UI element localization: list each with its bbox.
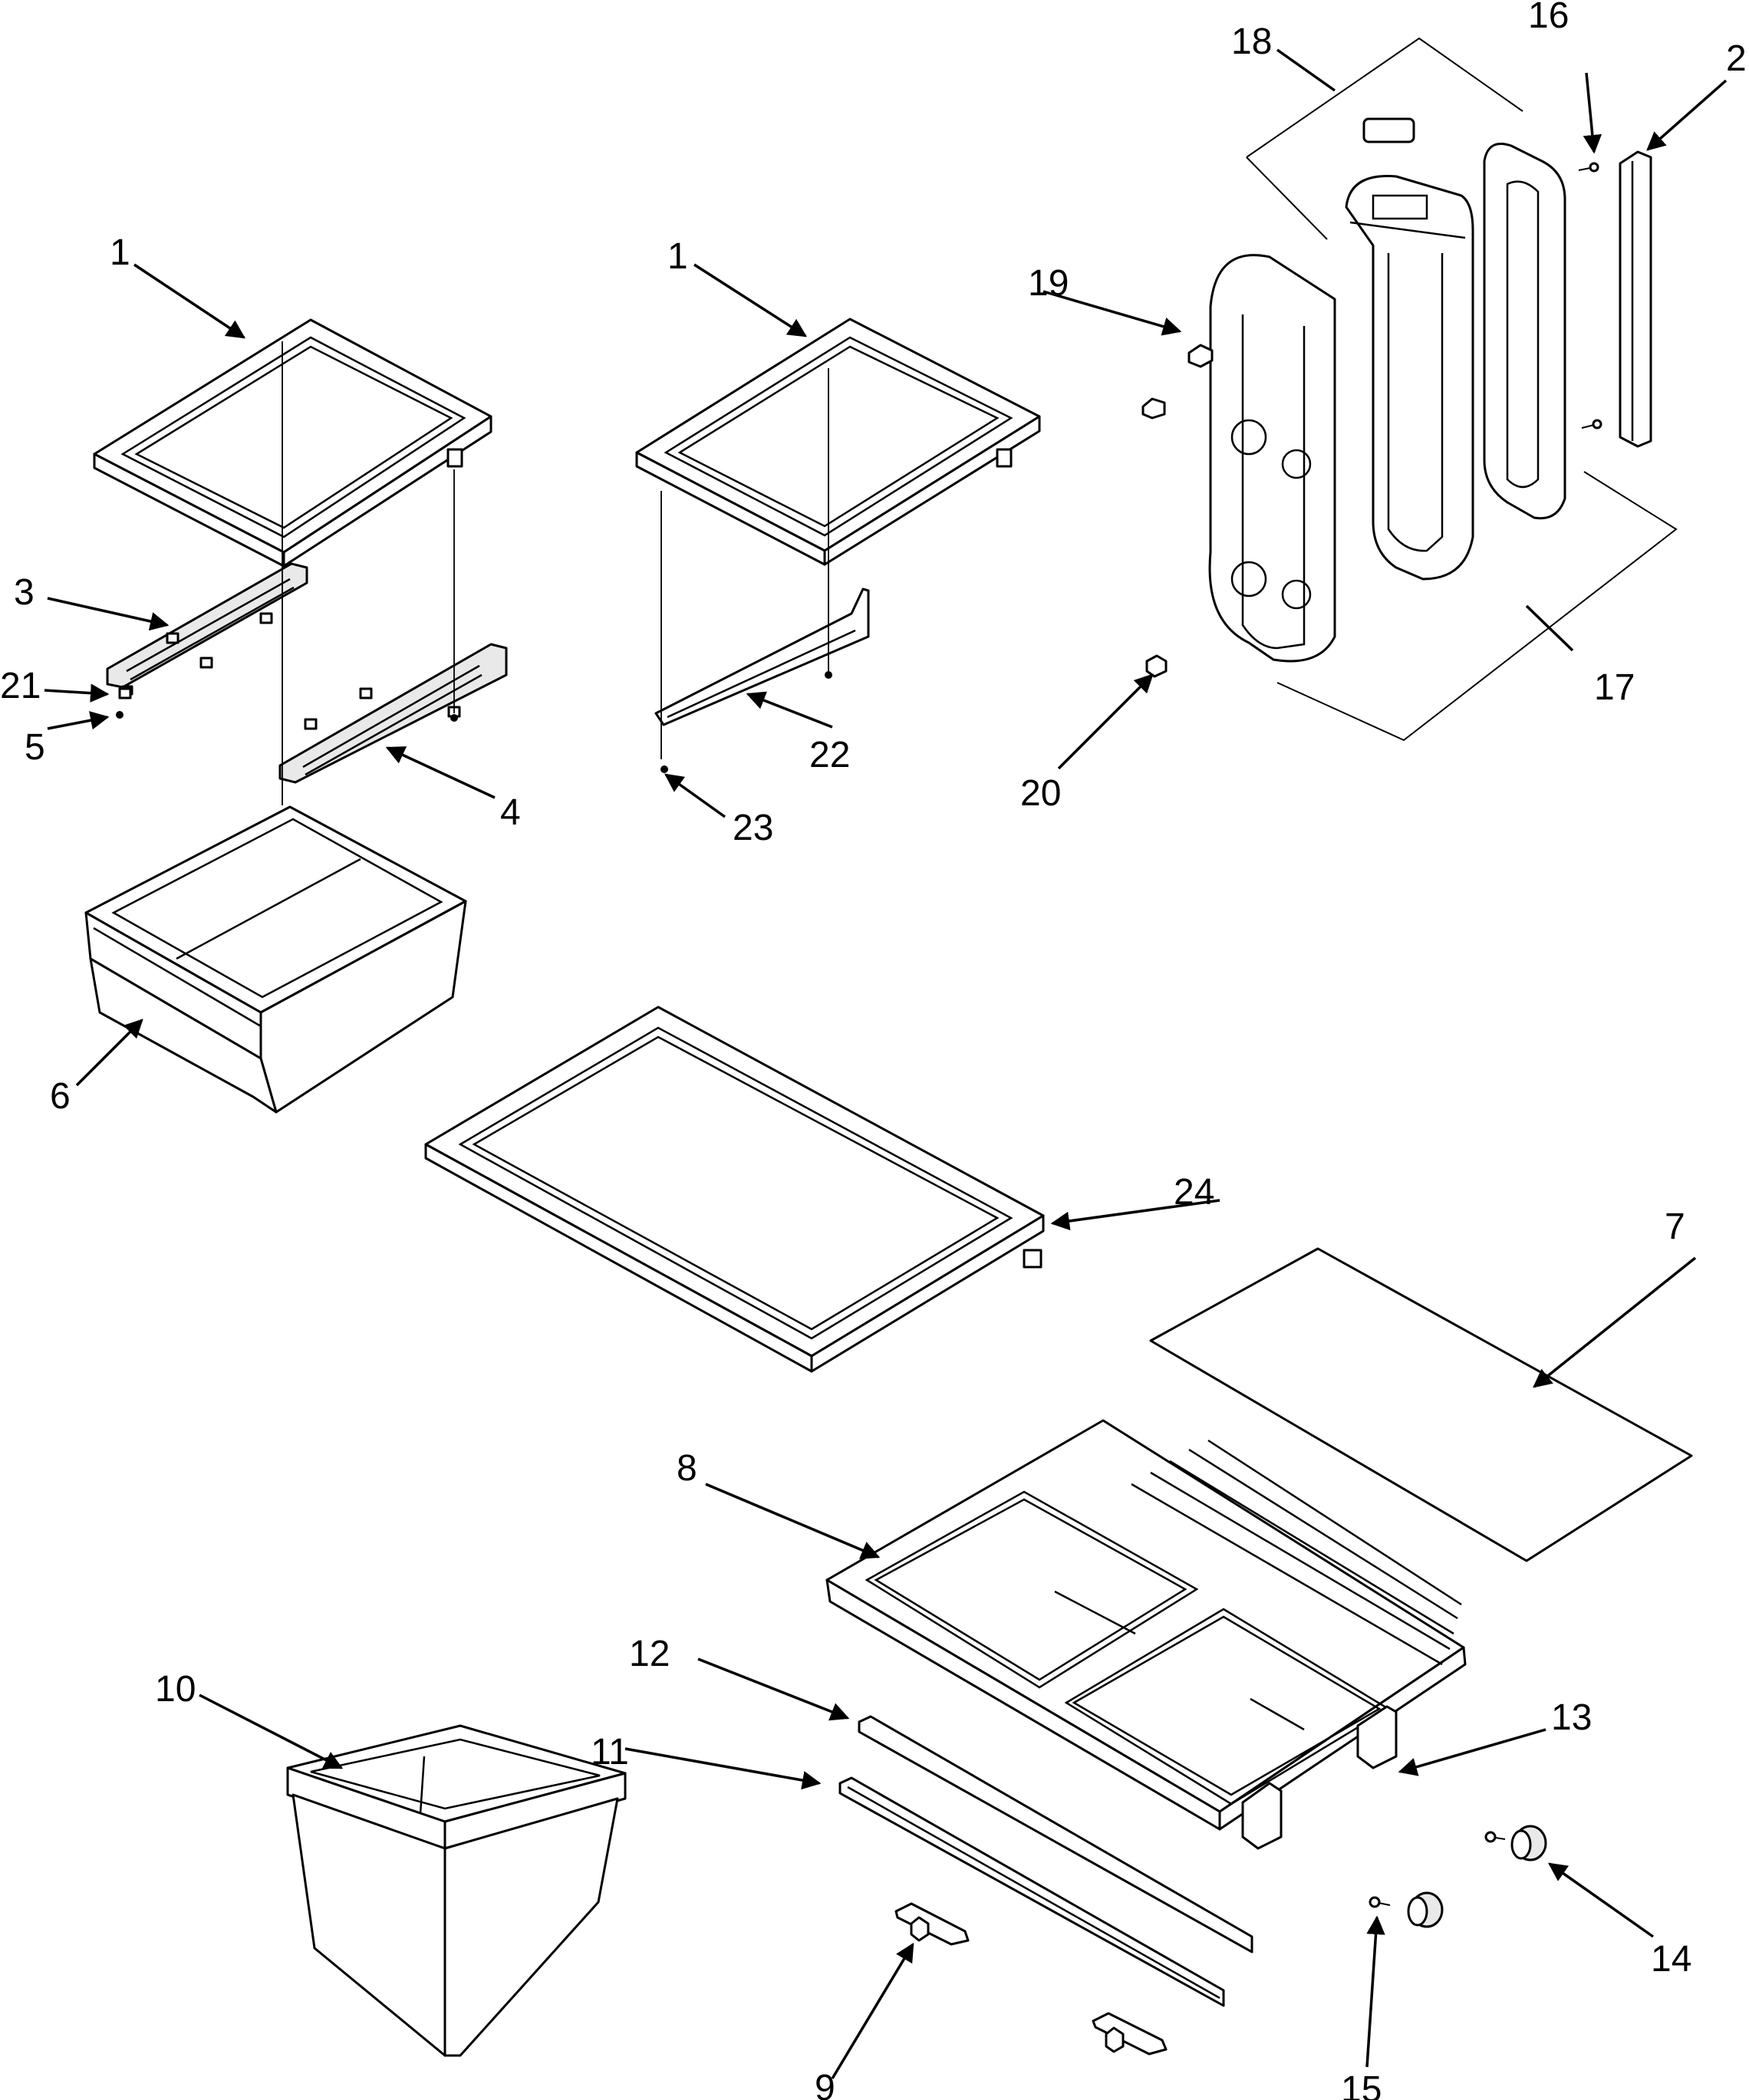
shelf-left-part [93, 318, 492, 568]
door-bin-middle-part [1345, 117, 1474, 581]
leader-lines [44, 48, 1728, 2079]
callout-2: 2 [1726, 38, 1747, 79]
callout-16: 16 [1528, 0, 1569, 36]
callout-22: 22 [809, 735, 850, 775]
strip-11-part [838, 1776, 1225, 2007]
callout-15: 15 [1341, 2069, 1382, 2100]
bracket-4-part [278, 643, 508, 784]
callout-12: 12 [629, 1634, 670, 1674]
assembly-lines-left [116, 341, 458, 815]
callout-8: 8 [677, 1448, 697, 1489]
callout-14: 14 [1651, 1939, 1691, 1980]
callout-3: 3 [14, 572, 35, 613]
bracket-3-part [106, 562, 308, 699]
glass-shelf-24-part [424, 1006, 1045, 1373]
callout-6: 6 [50, 1076, 71, 1117]
callout-17: 17 [1594, 667, 1635, 708]
callout-24: 24 [1174, 1172, 1214, 1213]
drawer-6-part [84, 805, 467, 1114]
callout-1-center: 1 [667, 236, 688, 277]
bin-panel-18-17 [1246, 37, 1678, 742]
clips-9-part [894, 1902, 1168, 2056]
callout-19: 19 [1028, 263, 1069, 304]
strip-12-part [858, 1715, 1253, 1954]
door-bin-front-part [1208, 254, 1336, 663]
callout-4: 4 [500, 792, 521, 833]
callout-23: 23 [733, 808, 773, 848]
callout-9: 9 [815, 2068, 835, 2100]
callout-7: 7 [1665, 1206, 1685, 1247]
callout-18: 18 [1231, 21, 1272, 62]
panel-7-part [1149, 1247, 1693, 1562]
door-bin-rear-part [1483, 143, 1566, 520]
callout-11: 11 [591, 1732, 629, 1772]
door-rail-2-part [1619, 150, 1652, 448]
clips-19-20-part [1141, 344, 1214, 678]
callout-20: 20 [1020, 773, 1061, 814]
wheels-14-15-part [1369, 1825, 1547, 1928]
callout-5: 5 [25, 727, 45, 768]
bin-10-part [286, 1724, 627, 2057]
crisper-cover-8-part [825, 1419, 1467, 1850]
callout-10: 10 [155, 1669, 196, 1710]
callout-13: 13 [1551, 1697, 1592, 1738]
bracket-22-part [654, 368, 870, 773]
screws-16-part [1578, 162, 1602, 430]
callout-21: 21 [0, 666, 41, 706]
shelf-center-part [635, 318, 1041, 566]
callout-1-left: 1 [110, 232, 130, 273]
